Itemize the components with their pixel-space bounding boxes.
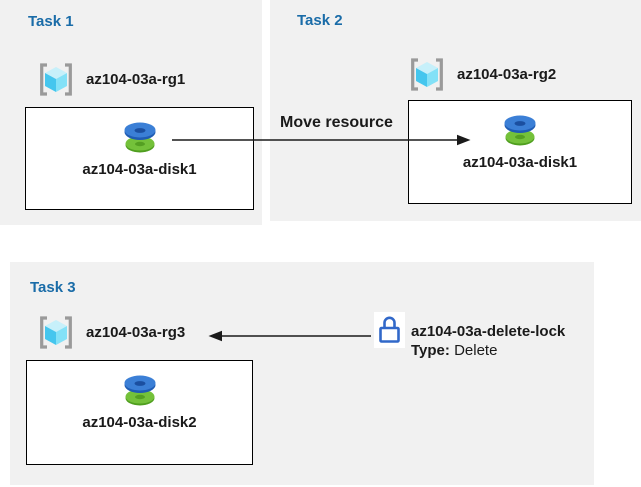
task3-panel: Task 3 az104-03a-rg3 az104-03a-disk2 xyxy=(10,262,594,485)
lock-annotation: az104-03a-delete-lock Type: Delete xyxy=(411,322,565,360)
lock-icon-container xyxy=(374,312,405,348)
lock-type-label: Type: Delete xyxy=(411,342,498,359)
task3-resource-box: az104-03a-disk2 xyxy=(26,360,253,465)
task2-resource-box: az104-03a-disk1 xyxy=(408,100,632,204)
task1-resource-group-label: az104-03a-rg1 xyxy=(86,71,186,88)
task2-title: Task 2 xyxy=(297,12,343,29)
resource-group-icon xyxy=(411,58,443,91)
task3-resource-group-label: az104-03a-rg3 xyxy=(86,324,186,341)
disk-icon xyxy=(504,115,536,146)
lock-name-label: az104-03a-delete-lock xyxy=(411,323,566,340)
task3-title: Task 3 xyxy=(30,279,76,296)
move-resource-label: Move resource xyxy=(280,114,393,131)
task2-panel: Task 2 az104-03a-rg2 az104-03a-disk1 xyxy=(270,0,641,221)
task1-resource-box: az104-03a-disk1 xyxy=(25,107,254,210)
task1-disk-label: az104-03a-disk1 xyxy=(82,161,197,178)
disk-icon xyxy=(124,375,155,406)
task2-disk-label: az104-03a-disk1 xyxy=(462,154,578,171)
lock-icon xyxy=(379,316,400,343)
task3-resource-group: az104-03a-rg3 xyxy=(37,315,185,350)
task2-resource-group: az104-03a-rg2 xyxy=(408,57,556,92)
task1-title: Task 1 xyxy=(28,13,74,30)
task3-disk-label: az104-03a-disk2 xyxy=(82,414,197,431)
resource-group-icon xyxy=(40,63,72,96)
task1-panel: Task 1 az104-03a-rg1 az104-03a-disk1 xyxy=(0,0,262,225)
task2-resource-group-label: az104-03a-rg2 xyxy=(457,66,557,83)
resource-group-icon xyxy=(40,316,72,349)
disk-icon xyxy=(124,122,155,153)
task1-resource-group: az104-03a-rg1 xyxy=(37,62,185,97)
